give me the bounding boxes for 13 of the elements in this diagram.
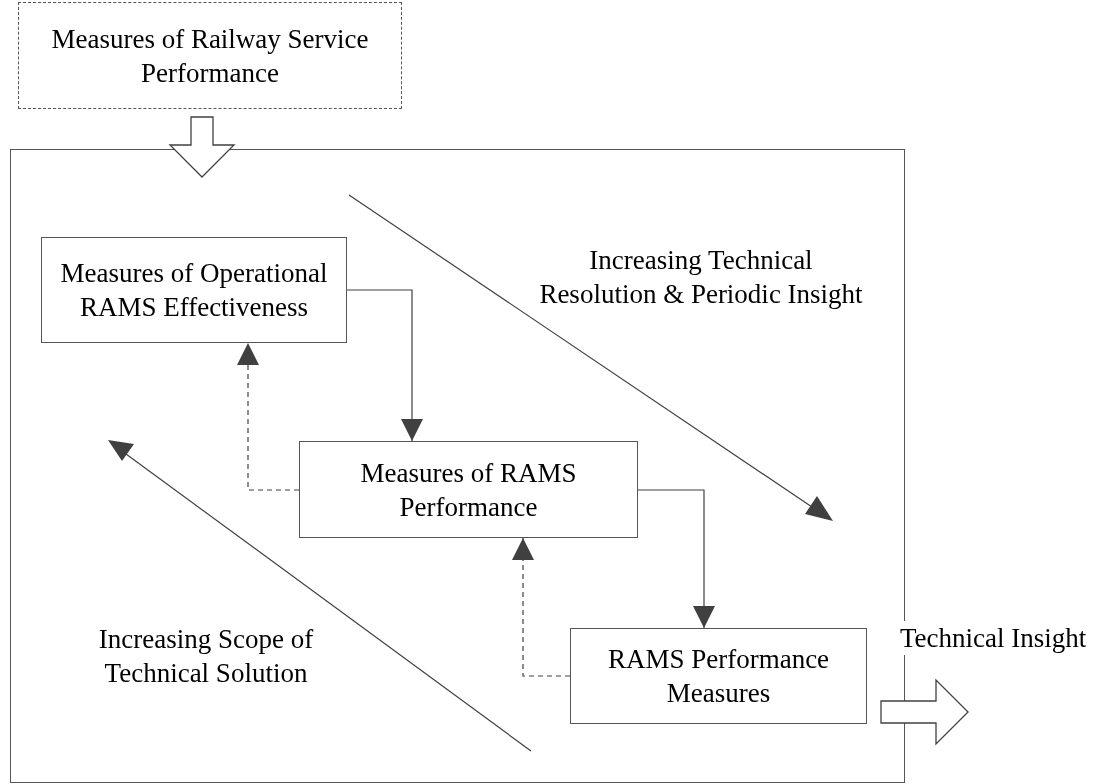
process-box: Measures of Operational RAMS Effectiveness xyxy=(41,237,347,343)
annotation-text: Increasing Scope of Technical Solution xyxy=(97,623,315,690)
dashed-box: Measures of Railway Service Performance xyxy=(18,2,402,109)
block-arrow xyxy=(880,678,969,746)
process-box: RAMS Performance Measures xyxy=(570,628,867,724)
block-arrow xyxy=(168,116,236,178)
process-box: Measures of RAMS Performance xyxy=(299,441,638,538)
arrow xyxy=(346,289,423,442)
arrow xyxy=(637,489,715,629)
annotation-text: Increasing Technical Resolution & Periodic Insight xyxy=(538,244,864,311)
arrow xyxy=(512,537,571,677)
arrow xyxy=(237,342,300,491)
edge-label: Technical Insight xyxy=(900,621,1087,655)
